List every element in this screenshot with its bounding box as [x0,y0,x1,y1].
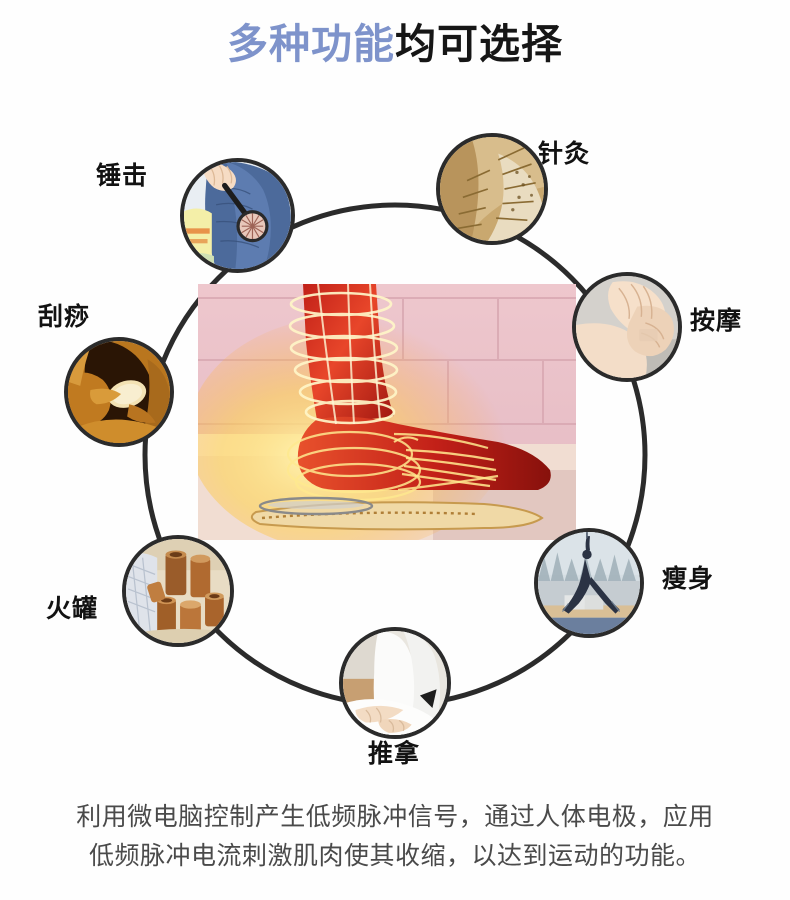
description-line-2: 低频脉冲电流刺激肌肉使其收缩，以达到运动的功能。 [88,841,701,870]
feature-label-massage: 按摩 [690,307,743,335]
bamboo-cupping-photo[interactable] [122,535,234,647]
acupuncture-photo[interactable] [436,133,548,245]
cupping-icon [126,539,230,643]
percussion-icon [184,162,291,269]
massage-hands-photo[interactable] [572,272,682,382]
description-paragraph: 利用微电脑控制产生低频脉冲信号，通过人体电极，应用 低频脉冲电流刺激肌肉使其收缩… [0,798,790,876]
feature-label-acupuncture: 针灸 [538,140,591,168]
page-title: 多种功能均可选择 [0,21,790,67]
acupuncture-icon [440,137,544,241]
center-foot-energy-image [198,284,576,540]
feature-label-percussion: 锤击 [96,162,149,190]
feature-label-tuina: 推拿 [368,740,421,768]
yoga-stretch-photo[interactable] [534,528,644,638]
feature-label-cupping: 火罐 [46,595,99,623]
guasha-icon [68,341,170,443]
yoga-icon [538,532,640,634]
tuina-icon [343,631,447,735]
feature-label-slimming: 瘦身 [662,565,715,593]
feature-label-guasha: 刮痧 [38,303,91,331]
guasha-scraping-photo[interactable] [64,337,174,447]
foot-energy-illustration [198,284,576,540]
page-title-plain: 均可选择 [395,21,563,67]
description-line-1: 利用微电脑控制产生低频脉冲信号，通过人体电极，应用 [76,803,714,831]
massage-icon [576,276,678,378]
page-title-accent: 多种功能 [227,21,395,67]
percussion-hammer-photo[interactable] [180,158,295,273]
tuina-therapist-photo[interactable] [339,627,451,739]
